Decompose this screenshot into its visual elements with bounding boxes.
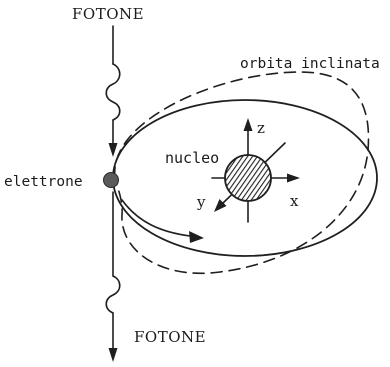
axis-y-label: y (196, 193, 206, 211)
incoming-photon (106, 26, 120, 157)
electron-label: elettrone (4, 174, 83, 190)
tilted-orbit-label: orbita inclinata (240, 56, 380, 72)
outgoing-photon-arrowhead (109, 348, 118, 362)
incoming-photon-wave (106, 64, 120, 120)
photon-top-label: FOTONE (72, 5, 144, 23)
nucleus-label: nucleo (165, 149, 219, 167)
outgoing-photon (106, 192, 120, 362)
axis-x-label: x (290, 192, 299, 210)
outgoing-photon-wave (106, 276, 120, 313)
electron-dot (104, 173, 119, 188)
z-axis-arrowhead (244, 118, 253, 131)
axis-z-label: z (257, 119, 265, 137)
incoming-photon-arrowhead (109, 143, 118, 157)
nucleus (225, 155, 271, 201)
x-axis-arrowhead (287, 174, 300, 183)
photon-bottom-label: FOTONE (134, 328, 206, 346)
